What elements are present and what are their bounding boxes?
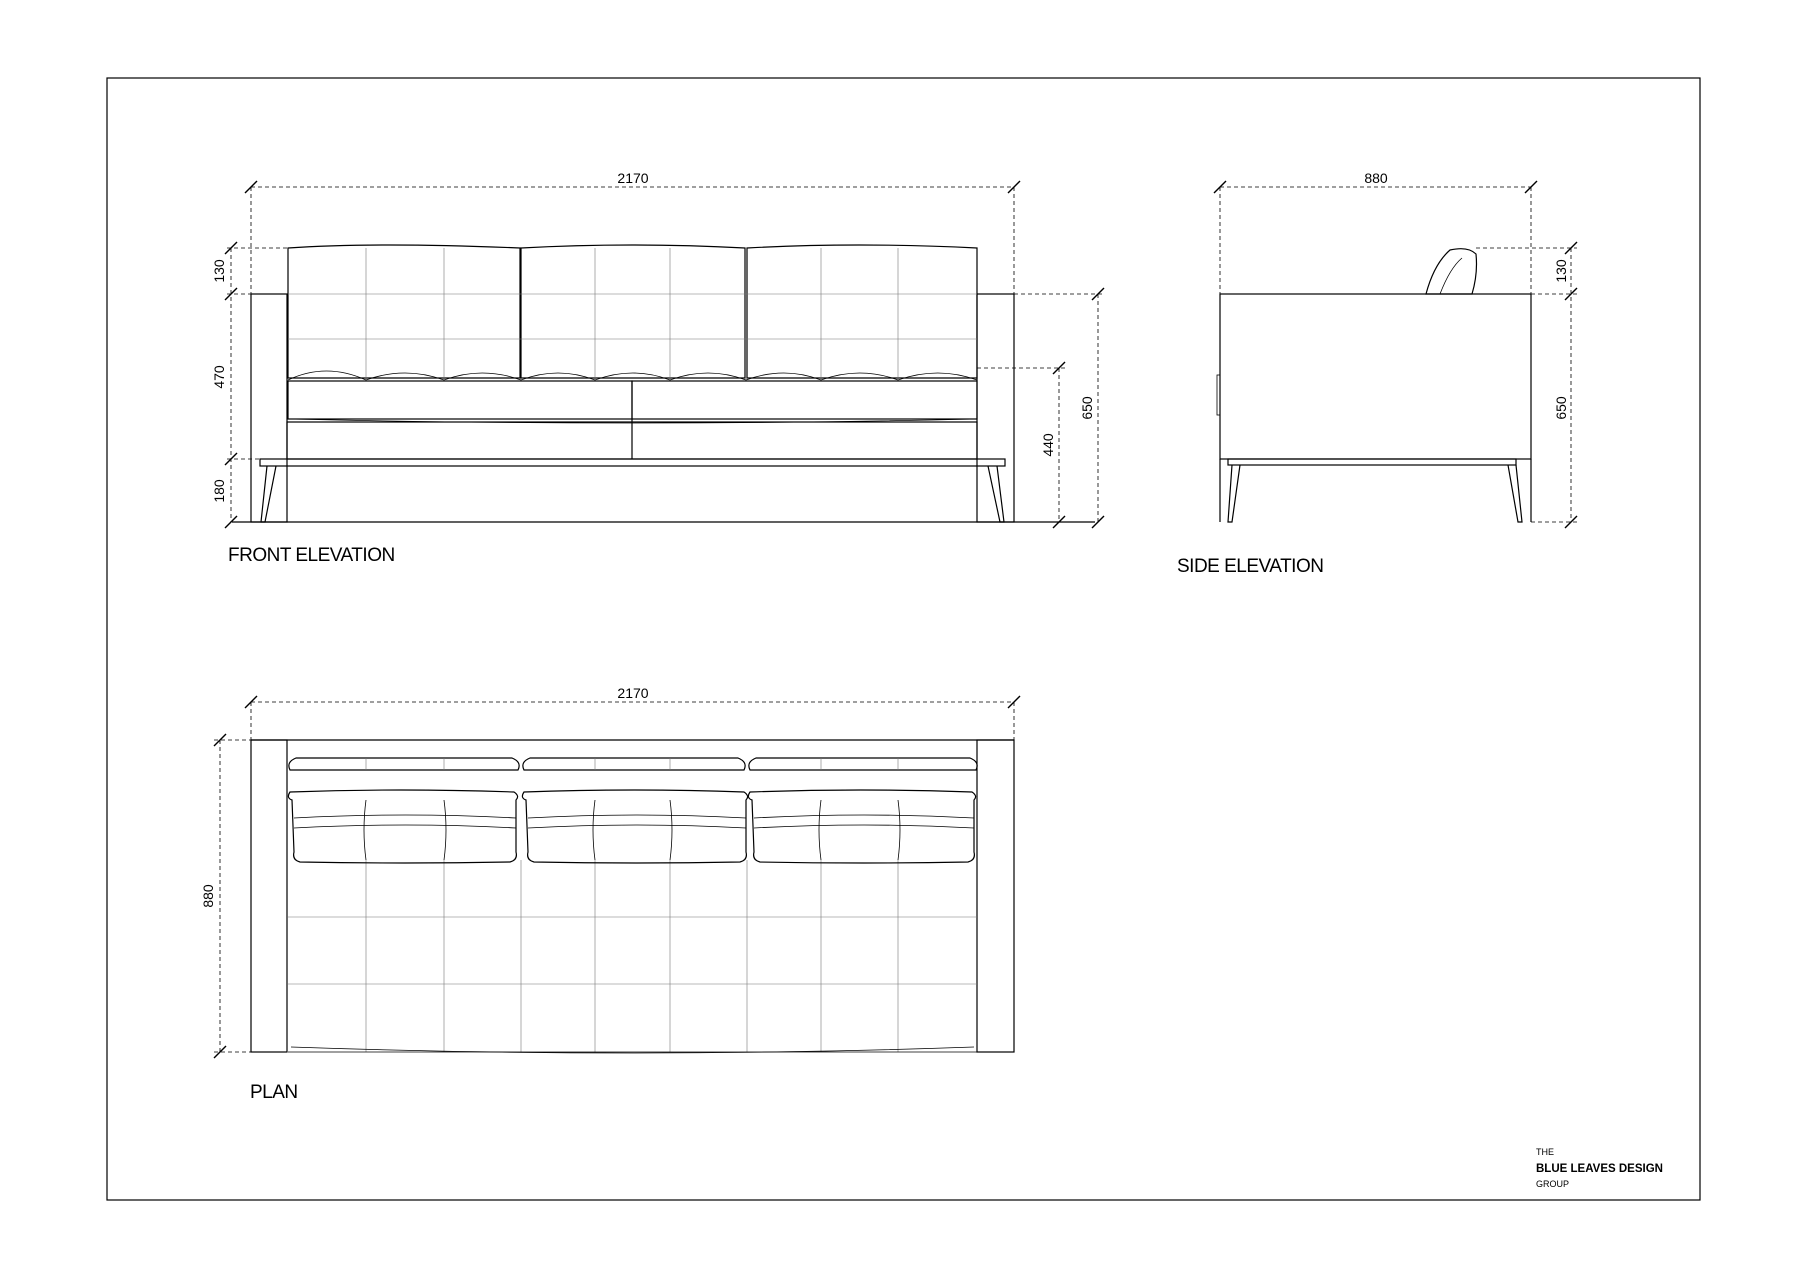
front-right-leg [987,465,1005,523]
side-right-leg [1507,464,1523,523]
front-width-dim: 2170 [617,170,648,186]
side-rail [1227,458,1517,466]
side-left-leg [1227,464,1241,523]
front-right-arm [976,293,1015,523]
logo-line-1: THE [1536,1147,1554,1157]
plan-seat-grid [288,860,977,1052]
sheet-border [106,77,1701,1201]
plan-dimensions [213,695,1021,1059]
side-back-cushion [1425,248,1478,295]
front-seat-height-dim: 440 [1040,433,1056,457]
front-rail [259,458,1006,467]
front-elevation-drawing [232,244,1095,523]
side-elevation-drawing [1216,248,1532,523]
front-left-arm [250,293,288,523]
front-back-cushion-2 [520,244,746,379]
front-dimensions [224,180,1105,529]
front-cushion-dim: 130 [211,259,227,283]
front-back-cushion-3 [746,244,978,379]
company-logo: THE BLUE LEAVES DESIGN GROUP [1536,1147,1663,1189]
front-elevation-title: FRONT ELEVATION [228,545,395,566]
side-dimensions [1213,180,1578,529]
front-leg-height-dim: 180 [211,479,227,503]
plan-back-cushions [288,757,978,771]
front-back-grid [288,248,977,378]
logo-line-2: BLUE LEAVES DESIGN [1536,1163,1663,1175]
plan-front-pillows [287,789,977,864]
front-back-height-dim: 470 [211,365,227,389]
front-seat-tufts [287,370,978,381]
front-seat-cushion-1 [287,380,633,420]
front-left-leg [260,465,277,523]
plan-seat-front-edge [290,1046,975,1054]
front-seat-cushion-2 [631,380,978,420]
plan-left-arm [250,739,288,1053]
plan-depth-dim: 880 [200,884,216,908]
front-back-cushion-1 [287,244,521,379]
front-arm-height-dim: 650 [1079,396,1095,420]
plan-title: PLAN [250,1082,298,1103]
plan-drawing [250,739,1015,1054]
side-body [1219,293,1532,460]
plan-right-arm [976,739,1015,1053]
side-detail [1216,374,1221,416]
side-arm-height-dim: 650 [1553,396,1569,420]
side-cushion-dim: 130 [1553,259,1569,283]
plan-width-dim: 2170 [617,685,648,701]
side-depth-dim: 880 [1364,170,1388,186]
side-elevation-title: SIDE ELEVATION [1177,556,1323,577]
logo-line-3: GROUP [1536,1179,1569,1189]
